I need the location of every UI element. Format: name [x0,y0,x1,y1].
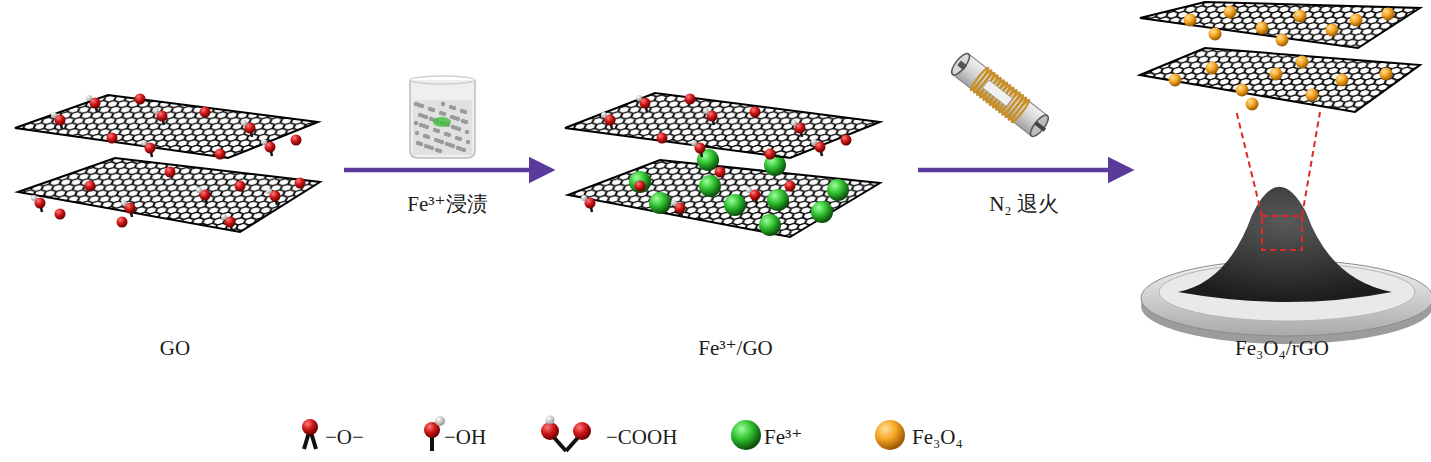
legend-text: Fe³⁺ [764,425,802,450]
stage-caption: GO [6,336,344,361]
fe3o4-particles [1169,6,1395,111]
graphene-sheets-fe-go [568,160,880,237]
stage-panel: Fe³⁺/GO [553,60,918,365]
beaker-icon [410,76,475,158]
tube-furnace-icon [948,50,1053,141]
process-arrow [344,168,551,173]
legend-sample [536,415,598,455]
stage-caption: Fe₃O₄/rGO [1132,336,1431,361]
stage-panel: Fe₃O₄/rGO [1132,60,1431,365]
stage-caption: Fe³⁺/GO [553,336,918,361]
graphene-sheet-top [565,93,880,158]
graphene-sheets-go [15,95,320,232]
graphene-sheets-rgo [1140,2,1420,112]
step-label: Fe³⁺浸渍 [404,190,490,218]
dish-with-powder [1141,110,1431,344]
functional-groups [581,94,852,218]
process-arrow [918,168,1130,173]
functional-groups [31,94,306,232]
legend-text: Fe₃O₄ [912,425,963,450]
step-label: N₂ 退火 [986,190,1062,218]
stage-panel: GO [6,60,344,365]
legend-text: −COOH [606,425,677,450]
legend-text: −OH [444,425,486,450]
fe-ions [629,149,849,236]
legend-text: −O− [325,425,364,450]
